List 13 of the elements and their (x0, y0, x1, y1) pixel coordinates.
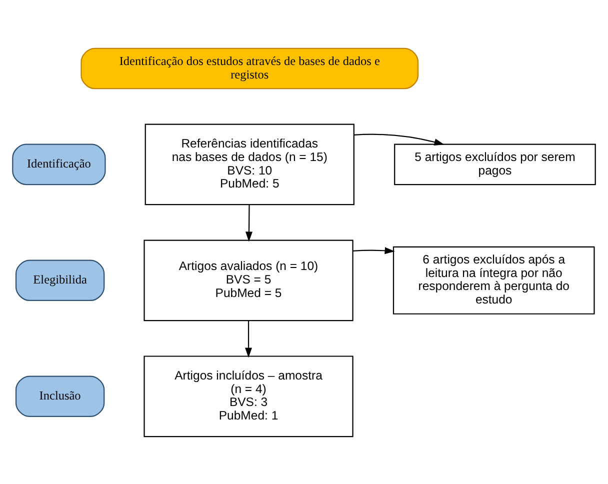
node-box: Identificação dos estudos através de bases de dados e registos (80, 47, 419, 89)
arrow (245, 320, 252, 358)
arrow (352, 246, 395, 254)
arrow (354, 133, 444, 145)
node-box: Elegibilida (15, 259, 105, 301)
node-box: Artigos incluídos – amostra (n = 4) BVS: 3 PubMed: 1 (144, 355, 354, 437)
node-box: 5 artigos excluídos por serem pagos (394, 143, 596, 185)
node-box: Referências identificadas nas bases de dados (n = 15) BVS: 10 PubMed: 5 (144, 123, 354, 205)
node-box: Artigos avaliados (n = 10) BVS = 5 PubMed = 5 (144, 239, 354, 321)
node-box: Inclusão (15, 375, 105, 417)
node-box: Identificação (12, 143, 106, 185)
node-box: 6 artigos excluídos após a leitura na íntegra por não responderem à pergunta do estudo (392, 246, 595, 314)
arrow (245, 204, 252, 242)
